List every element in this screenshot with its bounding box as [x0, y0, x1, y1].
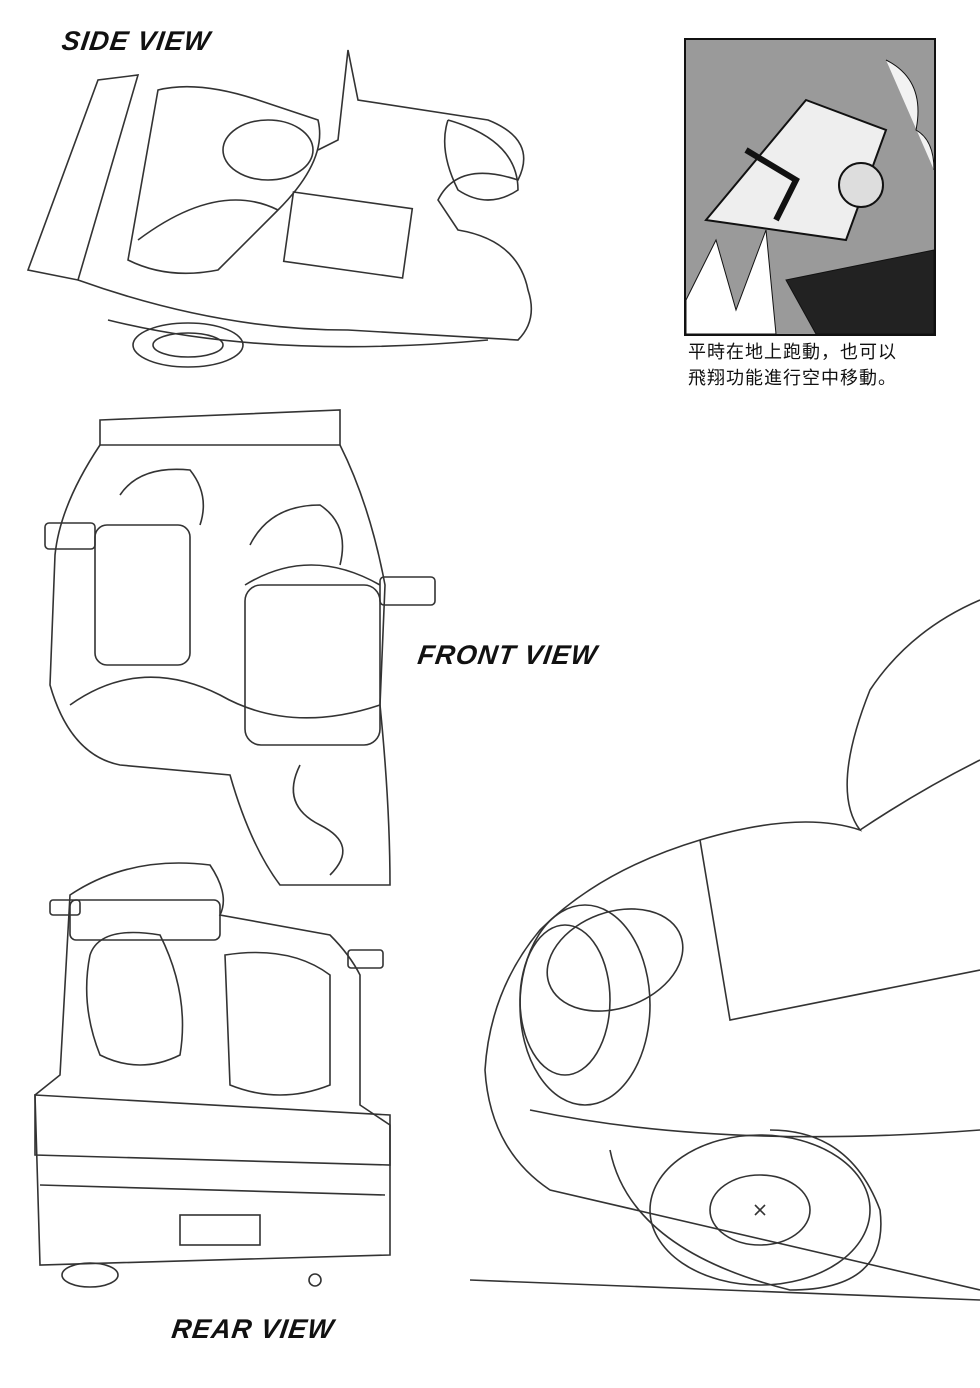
caption-line-2: 飛翔功能進行空中移動。 [688, 368, 897, 389]
rear-view-label: REAR VIEW [169, 1314, 337, 1344]
side-view-sketch [26, 49, 533, 368]
manga-panel-image [684, 38, 936, 336]
rear-view-sketch [34, 862, 391, 1288]
closeup-front-sketch [470, 599, 980, 1301]
caption: 平時在地上跑動，也可以 飛翔功能進行空中移動。 [688, 340, 897, 392]
caption-line-1: 平時在地上跑動，也可以 [688, 342, 897, 363]
front-view-sketch [44, 409, 436, 886]
